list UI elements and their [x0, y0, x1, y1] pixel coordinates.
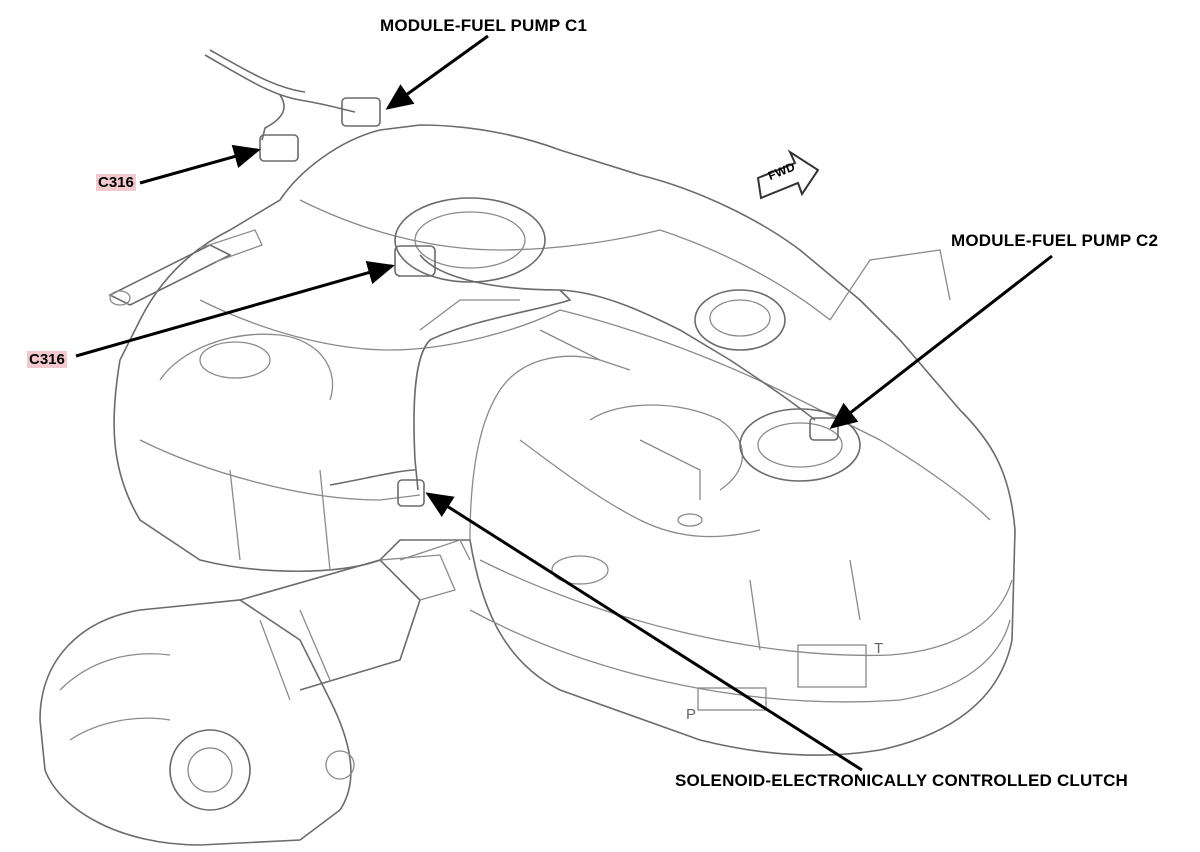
rear-drive-unit	[39, 539, 471, 846]
panel-mark-t: T	[874, 640, 884, 657]
fwd-arrow-icon	[756, 149, 820, 200]
pump-openings	[199, 197, 861, 585]
connectors	[259, 97, 839, 507]
leader-lines	[75, 34, 1053, 772]
wiring-harness	[204, 49, 816, 491]
panel-mark-p: P	[686, 706, 697, 723]
fuel-tank	[113, 124, 1016, 757]
module-fuel-pump-c1-label: MODULE-FUEL PUMP C1	[380, 16, 588, 35]
c316-upper-tag: C316	[96, 174, 136, 191]
solenoid-clutch-label: SOLENOID-ELECTRONICALLY CONTROLLED CLUTC…	[675, 771, 1129, 790]
filler-neck	[108, 229, 263, 306]
c316-lower-tag: C316	[27, 351, 67, 368]
module-fuel-pump-c2-label: MODULE-FUEL PUMP C2	[951, 231, 1159, 250]
